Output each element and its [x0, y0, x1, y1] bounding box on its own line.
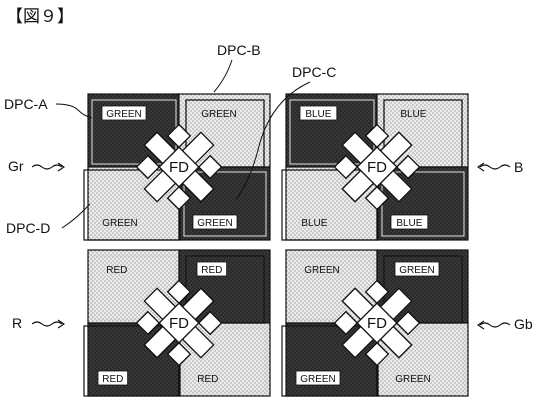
gate-wing	[364, 185, 390, 211]
fd-node	[356, 302, 398, 344]
gate-wing	[166, 279, 192, 305]
floating-diffusion-gates	[333, 123, 421, 211]
gate-wing	[197, 310, 223, 336]
gate-wing	[395, 310, 421, 336]
pixel-label: GREEN	[304, 265, 340, 276]
floating-diffusion-gates	[135, 123, 223, 211]
arrowhead-b	[477, 162, 485, 172]
gate-wing	[333, 154, 359, 180]
label-gb: Gb	[514, 316, 533, 332]
fd-label: FD	[367, 159, 387, 176]
gate-wing	[135, 310, 161, 336]
gate-wing	[364, 341, 390, 367]
arrowhead-gb	[477, 320, 485, 330]
fd-label: FD	[367, 315, 387, 332]
pixel-label-box	[101, 105, 147, 121]
quadrant-layer: GREEN GREEN GREEN GREEN FD BLUE BLUE BLUE BLUE FD…	[83, 93, 469, 397]
quadrant-gb: GREEN GREEN GREEN GREEN FD	[281, 249, 469, 397]
pixel-label: RED	[201, 265, 222, 276]
gate-wing	[197, 154, 223, 180]
pixel-label: BLUE	[396, 218, 422, 229]
leader-dpc-a	[55, 103, 93, 119]
pixel-label: RED	[197, 374, 218, 385]
fd-node	[356, 146, 398, 188]
pixel-label: RED	[106, 265, 127, 276]
arrowhead-r	[57, 319, 65, 329]
fd-label: FD	[169, 315, 189, 332]
wavy-arrow-gr	[31, 164, 63, 170]
label-r: R	[12, 315, 22, 331]
pixel-label: BLUE	[305, 109, 331, 120]
wavy-arrow-r	[31, 321, 63, 327]
gate-wing	[166, 341, 192, 367]
wavy-arrow-b	[479, 164, 511, 170]
pixel-label: BLUE	[301, 218, 327, 229]
leader-dpc-d	[61, 203, 91, 229]
pixel-label-box	[192, 214, 238, 230]
pixel-label-box	[196, 261, 228, 277]
floating-diffusion-gates	[333, 279, 421, 367]
pixel-label-box	[97, 370, 129, 386]
fd-node	[158, 146, 200, 188]
fd-node	[158, 302, 200, 344]
pixel-label-box	[295, 370, 341, 386]
pixel-label: RED	[102, 374, 123, 385]
gate-wing	[166, 123, 192, 149]
pixel-label: GREEN	[300, 374, 336, 385]
pixel-label-box	[299, 105, 338, 121]
pixel-label: GREEN	[399, 265, 435, 276]
gate-wing	[395, 154, 421, 180]
pixel-label: GREEN	[106, 109, 142, 120]
label-dpc-b: DPC-B	[217, 42, 261, 58]
quadrant-b: BLUE BLUE BLUE BLUE FD	[281, 93, 469, 241]
arrowhead-gr	[57, 162, 65, 172]
quadrant-r: RED RED RED RED FD	[83, 249, 271, 397]
label-dpc-d: DPC-D	[6, 220, 50, 236]
wavy-arrow-gb	[479, 322, 511, 328]
quadrant-gr: GREEN GREEN GREEN GREEN FD	[83, 93, 271, 241]
gate-wing	[166, 185, 192, 211]
leader-dpc-b	[213, 59, 233, 93]
label-dpc-c: DPC-C	[292, 64, 336, 80]
leader-dpc-c	[235, 81, 311, 201]
gate-wing	[364, 279, 390, 305]
pixel-label: GREEN	[395, 374, 431, 385]
floating-diffusion-gates	[135, 279, 223, 367]
figure-title: 【図９】	[6, 7, 74, 27]
label-gr: Gr	[8, 158, 24, 174]
pixel-label-box	[394, 261, 440, 277]
pixel-label: GREEN	[197, 218, 233, 229]
pixel-label: GREEN	[102, 218, 138, 229]
gate-wing	[333, 310, 359, 336]
pixel-label: BLUE	[400, 109, 426, 120]
fd-label: FD	[169, 159, 189, 176]
label-b: B	[514, 159, 523, 175]
pixel-label-box	[390, 214, 429, 230]
gate-wing	[135, 154, 161, 180]
pixel-label: GREEN	[201, 109, 237, 120]
gate-wing	[364, 123, 390, 149]
label-dpc-a: DPC-A	[4, 96, 48, 112]
